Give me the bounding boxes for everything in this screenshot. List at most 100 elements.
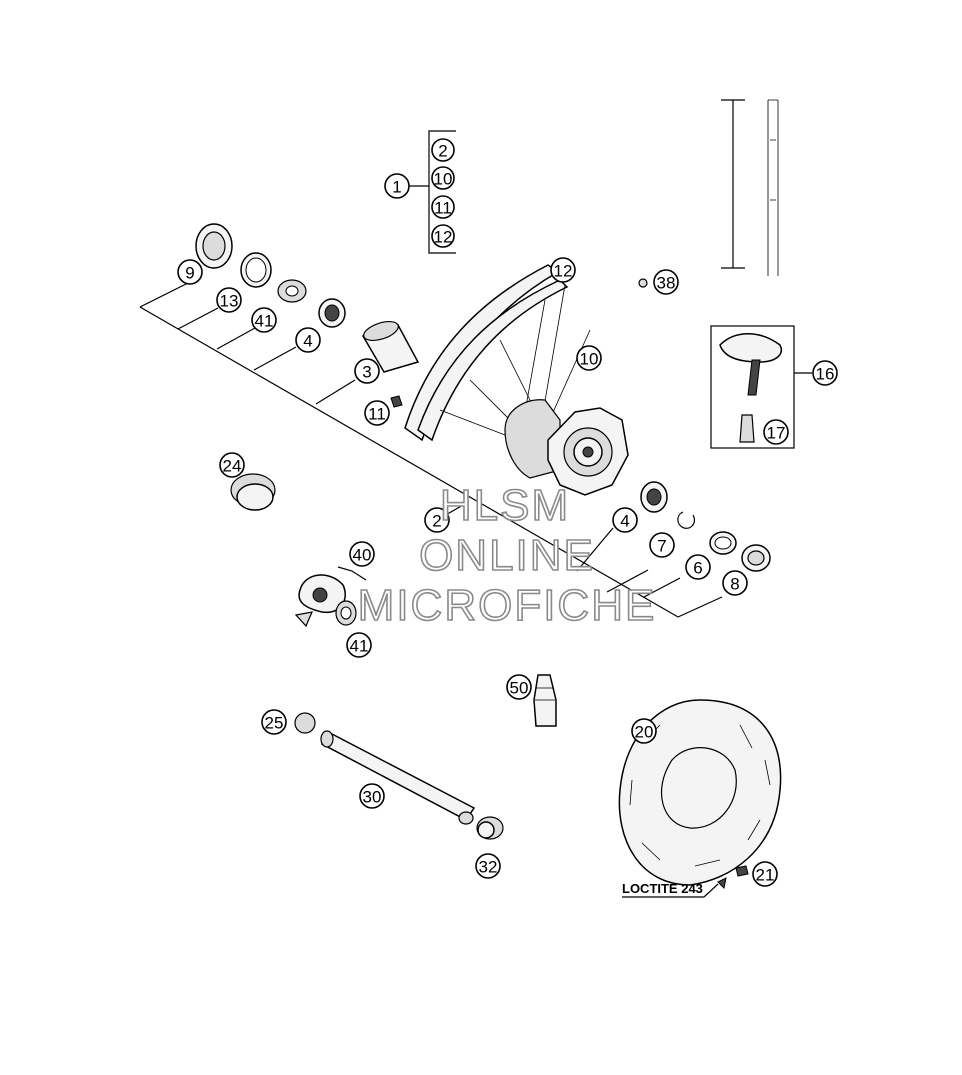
callout-number: 24 [223,457,242,476]
callout-number: 8 [730,575,739,594]
screw-21 [622,865,749,898]
callout-number: 50 [510,679,529,698]
washer-41-lower [335,600,357,626]
callout-30: 30 [359,783,385,809]
ring-13 [240,252,272,288]
callout-41: 41 [346,632,372,658]
callout-circle [219,452,245,478]
callout-17: 17 [763,419,789,445]
callout-number: 7 [657,537,666,556]
callout-number: 2 [438,142,447,161]
callout-circle [631,718,657,744]
nut-32 [476,816,504,840]
watermark: HLSM ONLINE MICROFICHE [357,480,657,631]
ring-6 [709,531,737,555]
washer-41 [277,279,307,303]
callout-circle [177,259,203,285]
callout-circle [550,257,576,283]
callout-circle [475,853,501,879]
callout-25: 25 [261,709,287,735]
callout-4: 4 [612,507,638,533]
callout-2: 2 [424,507,450,533]
callout-circle [722,570,748,596]
callout-16: 16 [812,360,838,386]
callout-11: 11 [431,195,455,219]
axle-nut-25 [294,712,316,734]
callout-circle [431,195,455,219]
brake-disc-20 [618,699,782,886]
callout-number: 4 [620,512,629,531]
kit-bracket [408,130,456,254]
callout-circle [295,327,321,353]
callout-number: 17 [767,424,786,443]
leader-lines [139,281,812,618]
callout-circle [612,507,638,533]
watermark-line-3: MICROFICHE [358,581,657,630]
callout-circle [359,783,385,809]
valve-box [710,325,795,449]
callout-40: 40 [349,541,375,567]
grease-tube-50 [533,674,557,727]
callout-7: 7 [649,532,675,558]
callout-circle [251,307,277,333]
callout-circle [349,541,375,567]
callout-3: 3 [354,358,380,384]
front-wheel [404,264,629,496]
seal-9 [195,223,233,269]
callout-number: 6 [693,559,702,578]
bearing-4-right [640,481,668,513]
callout-38: 38 [653,269,679,295]
seal-8 [741,544,771,572]
callout-number: 13 [220,292,239,311]
screw-38 [638,278,648,288]
callout-number: 25 [265,714,284,733]
callout-number: 3 [362,363,371,382]
callout-50: 50 [506,674,532,700]
callout-12: 12 [550,257,576,283]
callout-circle [216,287,242,313]
callout-10: 10 [431,166,455,190]
callout-number: 20 [635,723,654,742]
callout-number: 11 [368,405,386,424]
callout-number: 4 [303,332,312,351]
watermark-line-1: HLSM [440,481,570,530]
callout-number: 9 [185,264,194,283]
spacer-24 [230,473,276,511]
callout-circle [261,709,287,735]
callout-circle [431,166,455,190]
loctite-label: LOCTITE 243 [622,881,703,896]
callout-number: 40 [353,546,372,565]
callout-number: 12 [434,228,453,247]
callout-number: 10 [580,350,599,369]
callout-circle [424,507,450,533]
spacer-3 [361,320,420,373]
bearing-4-left [318,298,346,328]
callout-circle [812,360,838,386]
callout-number: 21 [756,866,775,885]
callout-41: 41 [251,307,277,333]
callout-number: 41 [350,637,369,656]
nipple-11 [390,395,403,408]
callout-circle [364,400,390,426]
callout-32: 32 [475,853,501,879]
callout-circle [653,269,679,295]
callout-number: 32 [479,858,498,877]
circlip-7 [677,511,696,529]
callout-10: 10 [576,345,602,371]
callout-20: 20 [631,718,657,744]
callout-circle [431,224,455,248]
callout-circle [763,419,789,445]
callout-9: 9 [177,259,203,285]
callout-circle [354,358,380,384]
callout-circle [346,632,372,658]
callout-circle [752,861,778,887]
callout-4: 4 [295,327,321,353]
axle-30 [320,730,476,825]
callout-number: 1 [392,178,401,197]
callout-12: 12 [431,224,455,248]
callout-1: 1 [384,173,410,199]
watermark-line-2: ONLINE [419,531,595,580]
